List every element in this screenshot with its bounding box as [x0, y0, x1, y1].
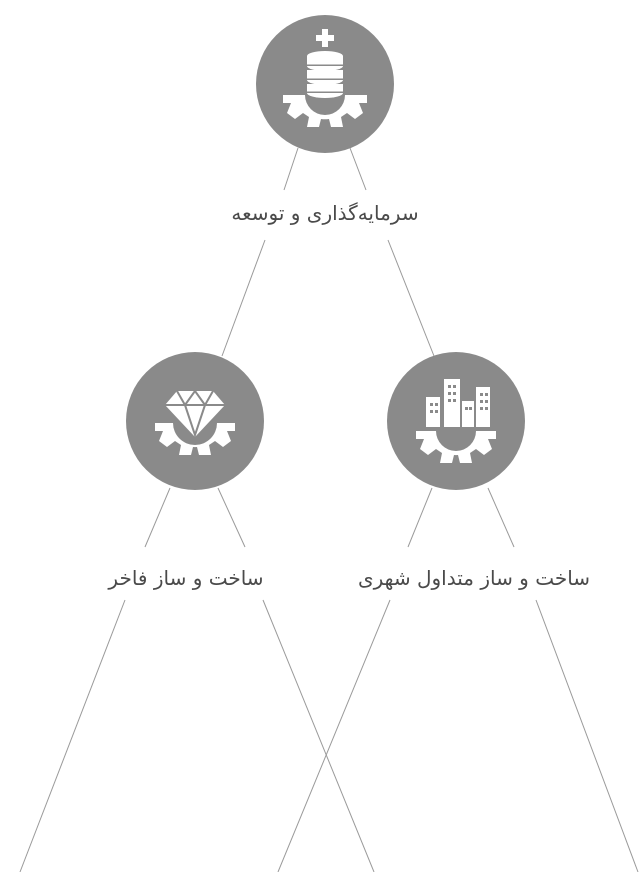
connector-top-right-upper: [349, 147, 367, 191]
connector-urban-right-lower: [535, 599, 639, 872]
connector-urban-left-lower: [277, 599, 391, 872]
buildings-gear-icon: [416, 379, 496, 463]
connector-urban-right-upper: [487, 487, 515, 548]
connector-luxury-right-upper: [217, 487, 246, 548]
node-urban: [387, 352, 525, 490]
node-investment: [256, 15, 394, 153]
node-label-investment: سرمایه‌گذاری و توسعه: [231, 201, 419, 225]
node-luxury: [126, 352, 264, 490]
connector-urban-left-upper: [407, 487, 433, 548]
connector-luxury-left-lower: [19, 599, 126, 872]
connector-top-right-lower: [387, 239, 435, 357]
connector-top-left-upper: [283, 147, 299, 191]
node-label-urban: ساخت و ساز متداول شهری: [357, 566, 591, 590]
database-plus-gear-icon: [283, 29, 367, 127]
node-label-luxury: ساخت و ساز فاخر: [108, 566, 264, 590]
connector-top-left-lower: [221, 239, 266, 357]
connector-luxury-left-upper: [144, 487, 171, 548]
diamond-gear-icon: [155, 389, 235, 455]
connector-luxury-right-lower: [262, 599, 375, 872]
